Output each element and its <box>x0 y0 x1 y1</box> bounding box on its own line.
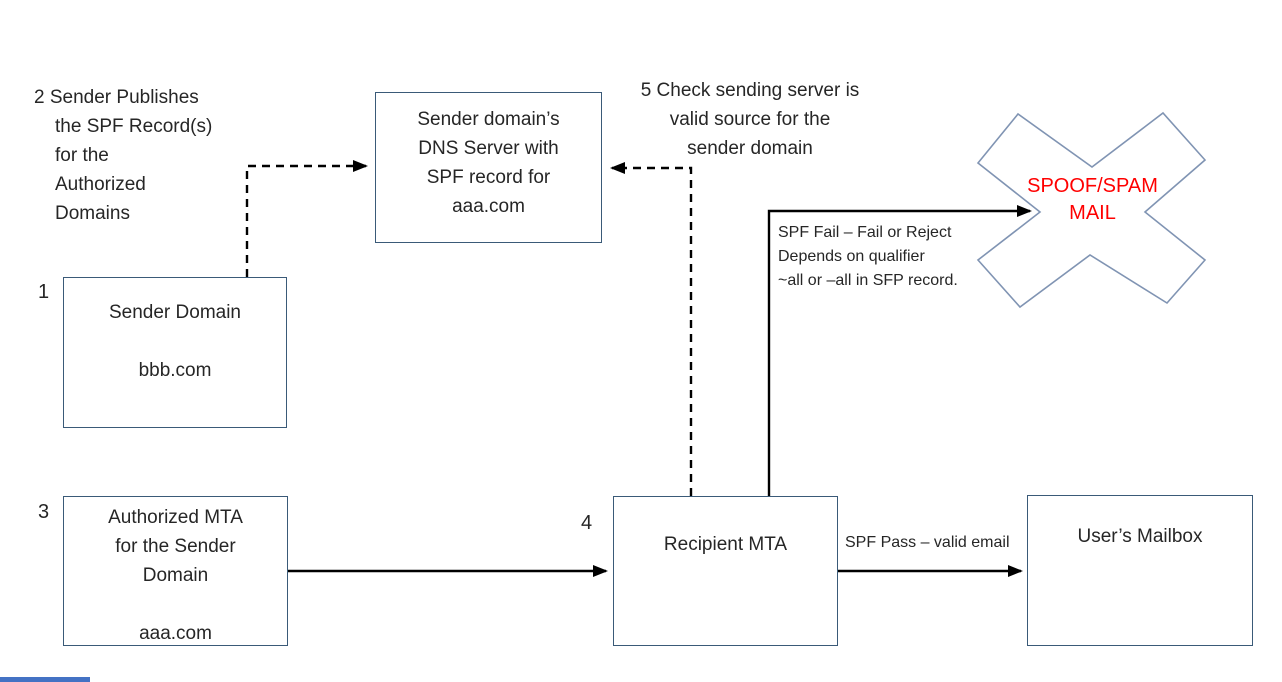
box-line: Recipient MTA <box>663 534 788 555</box>
step-number-4: 4 <box>581 512 593 534</box>
note-line: 5 Check sending server is <box>640 80 860 101</box>
note-spf-pass: SPF Pass – valid email <box>845 531 1010 555</box>
box-line: DNS Server with <box>418 138 559 159</box>
spoof-x-shape-icon <box>976 111 1207 309</box>
dns-server-box: Sender domain’s DNS Server with SPF reco… <box>375 92 602 243</box>
box-line: Domain <box>142 565 209 586</box>
spoof-spam-mail-label: SPOOF/SPAM MAIL <box>1000 173 1185 227</box>
note-line: for the <box>55 145 109 166</box>
note-spf-fail: SPF Fail – Fail or Reject Depends on qua… <box>778 221 958 293</box>
arrow-recipient-mta-to-spoof <box>767 205 1032 496</box>
note-line: Domains <box>55 203 130 224</box>
note-step2-sender-publishes: 2 Sender Publishes the SPF Record(s) for… <box>34 83 212 228</box>
note-line: the SPF Record(s) <box>55 116 213 137</box>
users-mailbox-box: User’s Mailbox <box>1027 495 1253 646</box>
dashed-arrow-sender-domain-to-dns <box>245 160 368 277</box>
box-line: aaa.com <box>139 623 212 644</box>
sender-domain-box: Sender Domain bbb.com <box>63 277 287 428</box>
note-line: SPF Fail – Fail or Reject <box>778 224 952 241</box>
authorized-mta-box: Authorized MTA for the Sender Domain aaa… <box>63 496 288 646</box>
box-line: SPF record for <box>426 167 551 188</box>
note-line: sender domain <box>687 138 813 159</box>
note-line: Authorized <box>55 174 146 195</box>
box-line: bbb.com <box>138 360 212 381</box>
recipient-mta-box: Recipient MTA <box>613 496 838 646</box>
box-line: for the Sender <box>115 536 236 557</box>
note-step5-check-sending-server: 5 Check sending server is valid source f… <box>600 76 900 163</box>
note-line: Depends on qualifier <box>778 248 925 265</box>
blank-line <box>64 327 286 356</box>
box-line: User’s Mailbox <box>1077 526 1203 547</box>
box-line: aaa.com <box>452 196 525 217</box>
alert-line: MAIL <box>1069 202 1116 224</box>
dashed-arrow-recipient-mta-to-dns <box>610 162 693 496</box>
note-line: ~all or –all in SFP record. <box>778 272 958 289</box>
step-number-1: 1 <box>38 281 50 303</box>
alert-line: SPOOF/SPAM <box>1027 175 1158 197</box>
note-line: SPF Pass – valid email <box>845 534 1010 551</box>
step-number-3: 3 <box>38 501 50 523</box>
box-line: Sender domain’s <box>417 109 560 130</box>
box-line: Sender Domain <box>108 302 242 323</box>
note-line: valid source for the <box>669 109 831 130</box>
box-line: Authorized MTA <box>108 507 243 528</box>
blank-line <box>64 590 287 619</box>
note-line: 2 Sender Publishes <box>34 87 199 108</box>
bottom-edge-blue-strip <box>0 677 90 682</box>
